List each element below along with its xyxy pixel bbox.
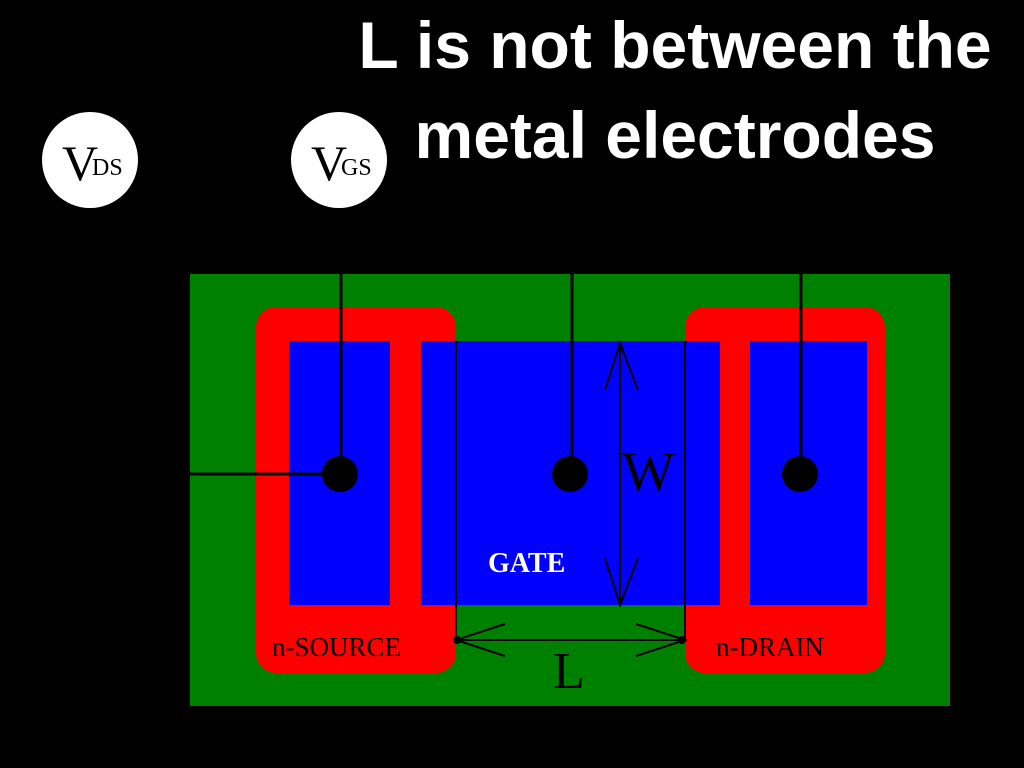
drain-label: n-DRAIN <box>716 632 824 662</box>
length-end-dot-right <box>678 636 686 644</box>
length-label: L <box>553 643 585 700</box>
vds-subscript: DS <box>92 155 123 181</box>
vgs-circle <box>291 112 387 208</box>
vds-circle <box>42 112 138 208</box>
title-line-1: L is not between the <box>358 8 992 82</box>
width-label: W <box>622 441 675 503</box>
vgs-main-letter: V <box>311 135 347 191</box>
source-contact <box>322 456 358 492</box>
vgs-subscript: GS <box>341 155 372 181</box>
gate-label: GATE <box>488 548 565 579</box>
length-end-dot-left <box>453 636 461 644</box>
title-line-2: metal electrodes <box>414 98 936 172</box>
width-dimension <box>604 339 639 609</box>
source-label: n-SOURCE <box>272 632 401 662</box>
vds-main-letter: V <box>62 135 98 191</box>
vgs-source: V GS <box>291 112 387 208</box>
slide-title: L is not between the metal electrodes <box>330 0 1020 180</box>
gate-contact <box>552 456 588 492</box>
drain-contact <box>782 456 818 492</box>
vds-source: V DS <box>42 112 138 208</box>
